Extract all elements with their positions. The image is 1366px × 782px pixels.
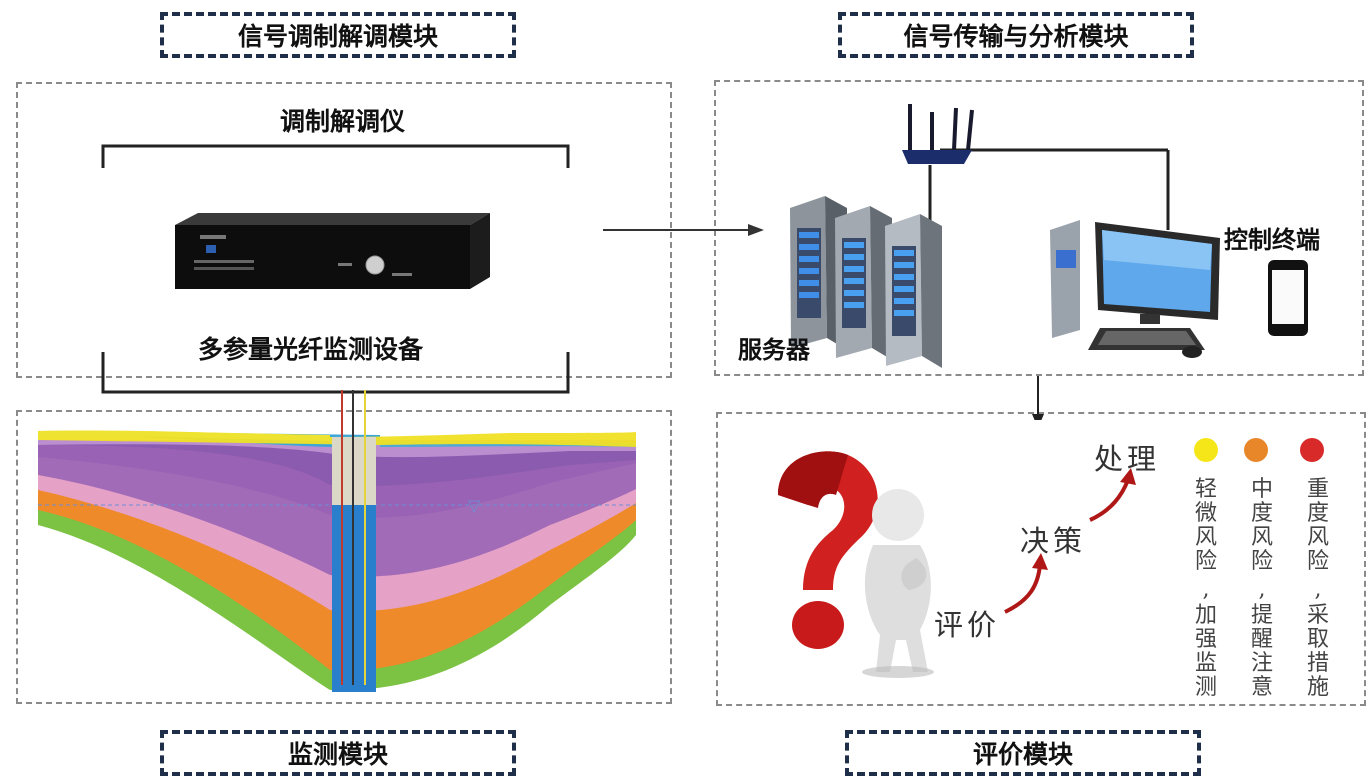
risk-dot-severe bbox=[1300, 438, 1324, 462]
risk-action-minor: 加强监测 bbox=[1194, 603, 1217, 700]
risk-name-severe: 重度风险 bbox=[1306, 477, 1329, 574]
evaluation-panel bbox=[716, 412, 1366, 706]
risk-comma-minor: , bbox=[1202, 577, 1210, 602]
risk-comma-severe: , bbox=[1314, 577, 1322, 602]
modem-module-title: 信号调制解调模块 bbox=[160, 12, 516, 58]
monitoring-panel bbox=[16, 410, 672, 704]
server-label: 服务器 bbox=[738, 336, 810, 364]
risk-name-moderate: 中度风险 bbox=[1250, 477, 1273, 574]
risk-dot-moderate bbox=[1244, 438, 1268, 462]
phone-icon bbox=[1268, 260, 1308, 336]
network-lines bbox=[928, 148, 1170, 420]
risk-action-moderate: 提醒注意 bbox=[1250, 603, 1273, 700]
monitoring-device-image bbox=[175, 213, 490, 289]
computer-icon bbox=[1050, 220, 1220, 358]
router-icon bbox=[902, 104, 974, 164]
terminal-label: 控制终端 bbox=[1224, 226, 1320, 254]
step-decide: 决策 bbox=[1020, 524, 1087, 558]
svg-text:▽: ▽ bbox=[468, 496, 481, 515]
risk-action-severe: 采取措施 bbox=[1306, 603, 1329, 700]
modem-to-server-arrow bbox=[603, 224, 764, 236]
question-mark-figure bbox=[778, 451, 934, 678]
risk-comma-moderate: , bbox=[1258, 577, 1266, 602]
geological-cross-section: ▽ bbox=[38, 390, 636, 692]
device-title: 调制解调仪 bbox=[280, 107, 406, 136]
step-handle: 处理 bbox=[1094, 442, 1161, 476]
device-name: 多参量光纤监测设备 bbox=[198, 335, 424, 364]
step-evaluate: 评价 bbox=[934, 608, 1001, 642]
device-bracket bbox=[101, 144, 570, 394]
server-icon bbox=[790, 196, 942, 368]
evaluation-module-title: 评价模块 bbox=[845, 730, 1201, 776]
transmission-module-title: 信号传输与分析模块 bbox=[838, 12, 1194, 58]
transmission-panel bbox=[714, 80, 1364, 376]
risk-name-minor: 轻微风险 bbox=[1194, 477, 1217, 574]
monitoring-module-title: 监测模块 bbox=[160, 730, 516, 776]
risk-dot-minor bbox=[1194, 438, 1218, 462]
